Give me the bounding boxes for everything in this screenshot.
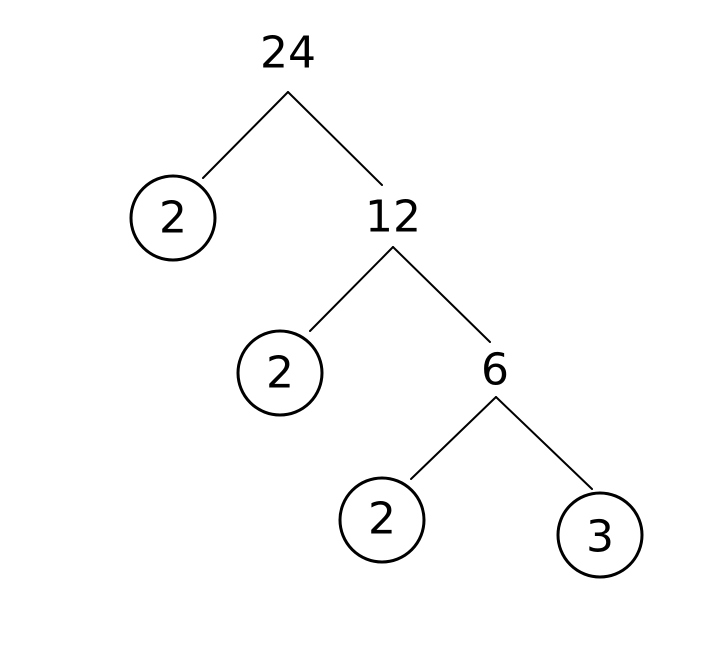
node-label-composite-level1: 12 bbox=[365, 192, 421, 243]
node-label-prime-level2: 2 bbox=[266, 348, 294, 399]
prime-node-level3-left: 2 bbox=[338, 476, 426, 564]
edge-12-to-6 bbox=[392, 246, 491, 343]
edge-6-to-3 bbox=[495, 396, 593, 490]
node-label-composite-level2: 6 bbox=[481, 345, 509, 396]
node-label-prime-level3-left: 2 bbox=[368, 494, 396, 545]
edge-12-to-2 bbox=[309, 246, 394, 332]
prime-circle-level2 bbox=[236, 329, 324, 417]
composite-node-level1: 12 bbox=[365, 192, 421, 243]
prime-circle-level1 bbox=[129, 174, 217, 262]
prime-node-level1: 2 bbox=[129, 174, 217, 262]
edge-24-to-12 bbox=[287, 91, 383, 186]
node-label-root: 24 bbox=[260, 28, 316, 79]
node-label-prime-level1: 2 bbox=[159, 193, 187, 244]
tree-node-root: 24 bbox=[260, 28, 316, 79]
edge-6-to-2 bbox=[410, 396, 497, 480]
edge-24-to-2 bbox=[202, 91, 289, 179]
prime-node-level2: 2 bbox=[236, 329, 324, 417]
prime-circle-level3-right bbox=[556, 491, 644, 579]
prime-circle-level3-left bbox=[338, 476, 426, 564]
composite-node-level2: 6 bbox=[481, 345, 509, 396]
node-label-prime-level3-right: 3 bbox=[586, 512, 614, 563]
prime-node-level3-right: 3 bbox=[556, 491, 644, 579]
